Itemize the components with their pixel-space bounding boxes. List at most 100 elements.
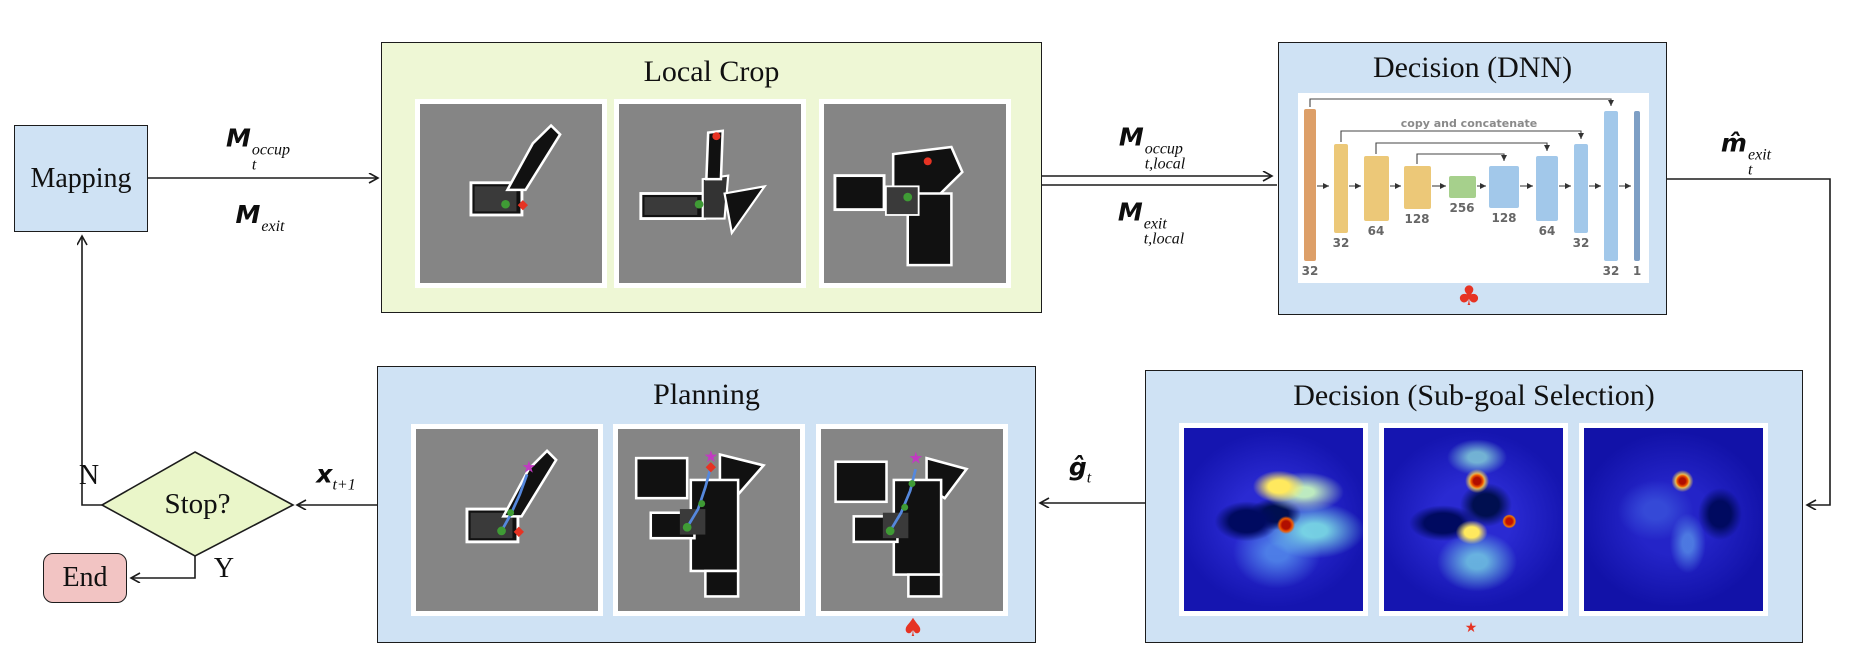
planned-path [500, 474, 529, 532]
exit-marker [712, 132, 721, 141]
robot-position-dot [694, 199, 704, 209]
diamond-shape [100, 451, 295, 557]
robot-position-dot [501, 199, 510, 209]
local-crop-title: Local Crop [643, 55, 780, 88]
decision-subgoal-title: Decision (Sub-goal Selection) [1293, 379, 1655, 412]
math-sup: exit [1747, 146, 1772, 164]
unet-bar-128-dec [1489, 166, 1519, 208]
skip-connection-4 [1416, 153, 1507, 164]
unet-bar-32-enc [1334, 144, 1348, 233]
math-sub: t [1086, 469, 1092, 487]
label-g-hat: ĝt [1069, 453, 1091, 488]
math-sup: exit [1143, 215, 1167, 233]
unet-bar-64-dec [1536, 156, 1558, 221]
stop-yes-label: Y [213, 553, 235, 584]
bar-label: 32 [1572, 236, 1590, 250]
planning-path-map-3: ★ [821, 429, 1003, 611]
unet-bar-32-dec [1574, 144, 1588, 233]
planning-title: Planning [653, 378, 760, 411]
unet-bar-1-out [1634, 111, 1640, 261]
planning-map-1: ★ [411, 424, 603, 616]
mapping-label: Mapping [30, 162, 132, 194]
bar-label: 64 [1538, 224, 1556, 238]
exit-marker [705, 462, 716, 473]
heatmap-1 [1179, 423, 1368, 616]
stop-label: Stop? [164, 487, 231, 520]
math-sup: occup [251, 141, 291, 159]
math-sub: t,local [1144, 155, 1186, 173]
arrow-dnn-to-subgoal [1667, 178, 1831, 505]
heatmap-2 [1379, 423, 1568, 616]
skip-connection-1 [1309, 98, 1614, 107]
robot-position-dot [682, 522, 692, 532]
mapping-box: Mapping [14, 125, 148, 232]
skip-connection-2 [1340, 130, 1584, 142]
unet-bar-128-enc [1404, 166, 1431, 209]
occupancy-map-1 [420, 104, 602, 283]
local-crop-map-3 [819, 99, 1011, 288]
arrow-stop-yes-to-end [131, 555, 196, 578]
math-sub: t,local [1143, 230, 1185, 248]
planning-box: Planning ★ [377, 366, 1036, 643]
waypoint-dot [698, 500, 706, 508]
stop-no-label: N [78, 460, 100, 491]
star-icon: ★ [1464, 620, 1478, 636]
math-base: M [1117, 197, 1143, 227]
unet-connections [1309, 98, 1631, 189]
bar-label: 128 [1491, 211, 1517, 225]
goal-star: ★ [704, 447, 719, 466]
goal-star: ★ [908, 449, 923, 468]
robot-position-dot [885, 526, 895, 536]
unet-bar-32-out [1604, 111, 1618, 261]
planned-path [685, 466, 713, 528]
math-sub: t [251, 156, 257, 174]
math-base: x [316, 459, 333, 489]
math-base: M [235, 199, 261, 229]
planning-path-map-2: ★ [618, 429, 800, 611]
club-suit-icon: ♣ [1456, 281, 1482, 312]
math-sub: t [1747, 161, 1753, 179]
decision-dnn-title: Decision (DNN) [1372, 51, 1573, 84]
math-base: M [225, 123, 251, 153]
bar-label: 32 [1301, 264, 1319, 278]
stop-decision-diamond: Stop? [95, 448, 300, 560]
robot-position-dot [903, 192, 913, 202]
bar-label: 32 [1332, 236, 1350, 250]
planning-map-2: ★ [613, 424, 805, 616]
unet-bar-256-bottleneck [1449, 176, 1476, 198]
planned-path [888, 468, 917, 532]
bar-label: 128 [1404, 212, 1430, 226]
bar-label: 256 [1449, 201, 1475, 215]
end-box: End [43, 553, 127, 603]
planning-path-map-1: ★ [416, 429, 598, 611]
spade-suit-icon: ♠ [901, 613, 925, 642]
math-sub: t+1 [332, 476, 356, 494]
bar-label: 32 [1602, 264, 1620, 278]
math-sup: occup [1144, 140, 1183, 158]
math-base: M [1118, 122, 1144, 152]
end-label: End [62, 562, 108, 593]
math-base: ĝ [1068, 452, 1087, 482]
local-crop-map-2 [614, 99, 806, 288]
waypoint-dot [507, 509, 515, 517]
math-base: m̂ [1720, 128, 1747, 158]
arrow-stop-no-to-mapping [82, 236, 102, 506]
occupancy-map-2 [619, 104, 801, 283]
exit-marker [923, 157, 932, 166]
skip-connection-3 [1375, 142, 1550, 154]
occupancy-map-3 [824, 104, 1006, 283]
planning-map-3: ★ [816, 424, 1008, 616]
goal-star: ★ [522, 458, 537, 477]
copy-concatenate-label: copy and concatenate [1400, 117, 1538, 130]
unet-diagram: copy and concatenate 32 32 64 128 256 12… [1298, 93, 1649, 283]
local-crop-map-1 [415, 99, 607, 288]
label-x-next: xt+1 [316, 460, 355, 495]
waypoint-dot [901, 503, 909, 511]
local-crop-box: Local Crop [381, 42, 1042, 313]
